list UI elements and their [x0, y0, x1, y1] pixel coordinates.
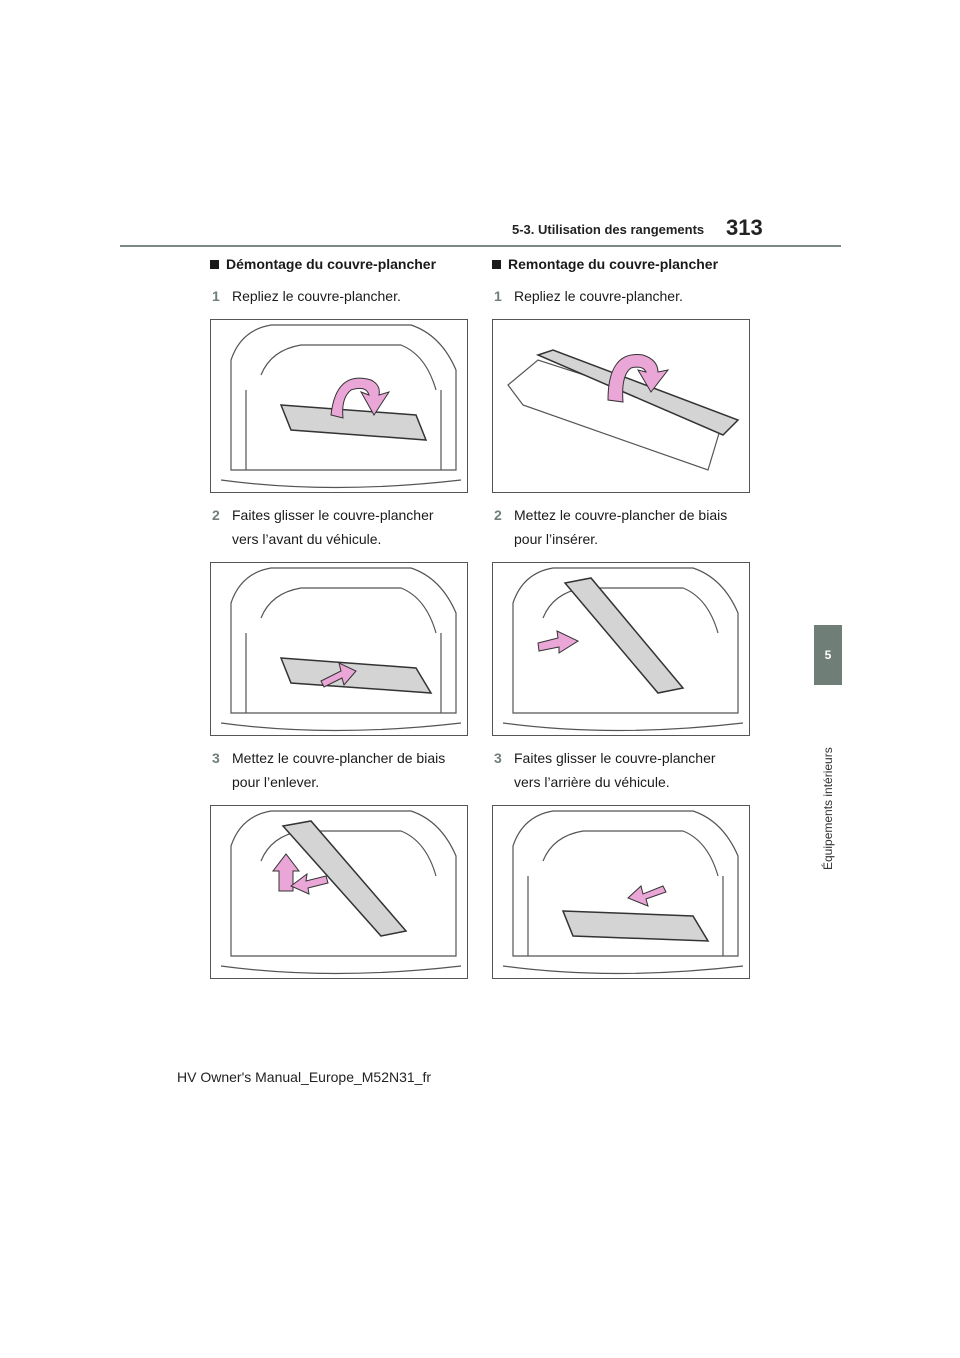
- floor-board: [507, 359, 724, 471]
- header-divider: [120, 245, 841, 247]
- figure-cover-fold-in-trunk: [210, 319, 468, 493]
- step-number: 2: [212, 507, 220, 523]
- arrow-icon: [627, 885, 667, 907]
- removal-step-2: 2 Faites glisser le couvre-plancher vers…: [212, 503, 472, 551]
- installation-step-3: 3 Faites glisser le couvre-plancher vers…: [494, 746, 754, 794]
- step-text: Repliez le couvre-plancher.: [232, 288, 401, 304]
- arrow-left-icon: [290, 872, 329, 895]
- square-bullet-icon: [492, 259, 501, 269]
- arrow-right-icon: [537, 630, 580, 654]
- step-number: 1: [494, 288, 502, 304]
- floor-cover-panel: [281, 820, 408, 937]
- installation-heading: Remontage du couvre-plancher: [492, 256, 754, 272]
- footer-manual-id: HV Owner's Manual_Europe_M52N31_fr: [177, 1069, 432, 1085]
- step-number: 1: [212, 288, 220, 304]
- figure-cover-slide-forward: [210, 562, 468, 736]
- installation-step-2: 2 Mettez le couvre-plancher de biais pou…: [494, 503, 754, 551]
- step-number: 3: [212, 750, 220, 766]
- step-text: Faites glisser le couvre-plancher vers l…: [514, 750, 716, 790]
- page-number: 313: [726, 215, 763, 240]
- removal-step-1: 1 Repliez le couvre-plancher.: [212, 284, 472, 308]
- step-text: Repliez le couvre-plancher.: [514, 288, 683, 304]
- square-bullet-icon: [210, 259, 219, 269]
- figure-cover-tilt-remove: [210, 805, 468, 979]
- chapter-tab[interactable]: 5: [814, 625, 842, 685]
- floor-cover-panel: [561, 910, 710, 942]
- floor-cover-panel: [279, 657, 433, 694]
- step-text: Faites glisser le couvre-plancher vers l…: [232, 507, 434, 547]
- step-text: Mettez le couvre-plancher de biais pour …: [232, 750, 446, 790]
- installation-heading-text: Remontage du couvre-plancher: [508, 256, 719, 272]
- removal-section: Démontage du couvre-plancher 1 Repliez l…: [210, 252, 472, 989]
- arrow-icon: [320, 662, 357, 688]
- removal-heading: Démontage du couvre-plancher: [210, 256, 472, 272]
- curved-arrow-icon: [330, 377, 391, 419]
- step-text: Mettez le couvre-plancher de biais pour …: [514, 507, 728, 547]
- figure-cover-slide-backward: [492, 805, 750, 979]
- step-number: 3: [494, 750, 502, 766]
- installation-section: Remontage du couvre-plancher 1 Repliez l…: [492, 252, 754, 989]
- curved-arrow-icon: [607, 354, 670, 403]
- removal-heading-text: Démontage du couvre-plancher: [226, 256, 437, 272]
- installation-step-1: 1 Repliez le couvre-plancher.: [494, 284, 754, 308]
- section-title: 5-3. Utilisation des rangements: [512, 222, 705, 237]
- arrow-up-icon: [271, 853, 301, 892]
- step-number: 2: [494, 507, 502, 523]
- removal-step-3: 3 Mettez le couvre-plancher de biais pou…: [212, 746, 472, 794]
- figure-cover-fold-standalone: [492, 319, 750, 493]
- floor-cover-panel: [535, 349, 740, 436]
- floor-cover-panel: [563, 577, 685, 694]
- floor-cover-panel: [279, 404, 428, 441]
- figure-cover-tilt-insert: [492, 562, 750, 736]
- chapter-label: Équipements intérieurs: [821, 747, 835, 870]
